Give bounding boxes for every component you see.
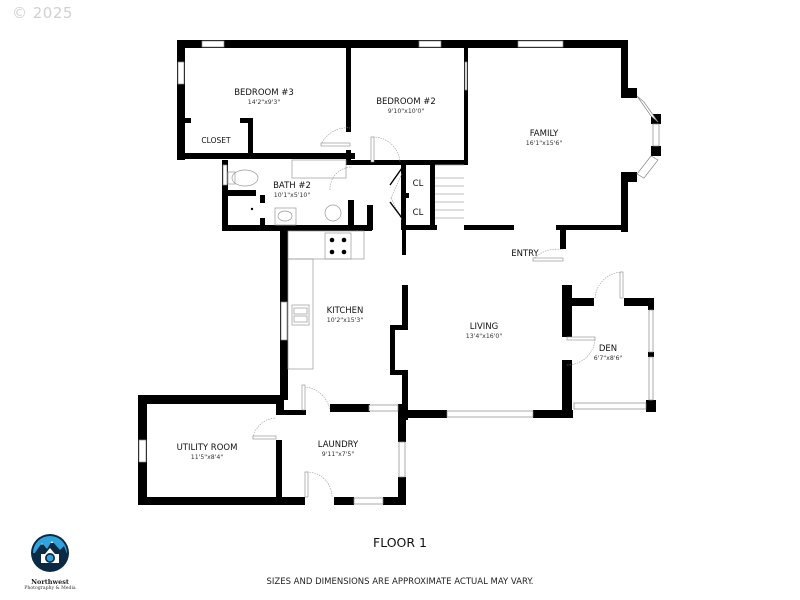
svg-text:16'1"x15'6": 16'1"x15'6" (526, 140, 563, 147)
svg-text:UTILITY ROOM: UTILITY ROOM (177, 443, 238, 453)
room-bath2: BATH #2 10'1"x5'10" (273, 181, 311, 199)
svg-text:FAMILY: FAMILY (530, 129, 559, 139)
room-family: FAMILY 16'1"x15'6" (526, 129, 563, 147)
svg-text:11'5"x8'4": 11'5"x8'4" (191, 454, 224, 461)
room-closets: CL CL (413, 179, 424, 218)
svg-text:CL: CL (413, 208, 424, 218)
disclaimer: SIZES AND DIMENSIONS ARE APPROXIMATE ACT… (266, 577, 534, 587)
svg-text:10'1"x5'10": 10'1"x5'10" (274, 192, 311, 199)
svg-text:BEDROOM #2: BEDROOM #2 (376, 97, 436, 107)
logo-subtitle: Photography & Media (24, 586, 76, 591)
fixtures (227, 159, 365, 370)
copyright-notice: © 2025 (12, 4, 73, 22)
stairs (435, 164, 464, 219)
svg-text:BATH #2: BATH #2 (273, 181, 311, 191)
doors (252, 136, 624, 498)
floor-label: FLOOR 1 (373, 535, 427, 550)
room-bedroom2: BEDROOM #2 9'10"x10'0" (376, 97, 436, 115)
svg-text:13'4"x16'0": 13'4"x16'0" (466, 333, 503, 340)
svg-text:6'7"x8'6": 6'7"x8'6" (594, 355, 623, 362)
room-laundry: LAUNDRY 9'11"x7'5" (318, 440, 359, 458)
svg-text:14'2"x9'3": 14'2"x9'3" (248, 99, 281, 106)
svg-text:KITCHEN: KITCHEN (327, 306, 364, 316)
svg-text:CL: CL (413, 179, 424, 189)
svg-text:CLOSET: CLOSET (201, 136, 231, 145)
room-closet: CLOSET (201, 136, 231, 145)
room-utility: UTILITY ROOM 11'5"x8'4" (177, 443, 238, 461)
svg-text:BEDROOM #3: BEDROOM #3 (234, 88, 294, 98)
svg-text:LAUNDRY: LAUNDRY (318, 440, 359, 450)
stove-burners (250, 207, 347, 255)
camera-mountain-icon (31, 534, 69, 572)
room-kitchen: KITCHEN 10'2"x15'3" (327, 306, 364, 324)
closet-doors (389, 167, 403, 219)
svg-text:ENTRY: ENTRY (511, 249, 539, 259)
svg-text:9'10"x10'0": 9'10"x10'0" (388, 108, 425, 115)
room-den: DEN 6'7"x8'6" (594, 344, 623, 362)
svg-text:10'2"x15'3": 10'2"x15'3" (327, 317, 364, 324)
room-entry: ENTRY (511, 249, 539, 259)
svg-text:DEN: DEN (599, 344, 617, 354)
room-living: LIVING 13'4"x16'0" (466, 322, 503, 340)
company-logo: Northwest Photography & Media (22, 533, 78, 591)
room-bedroom3: BEDROOM #3 14'2"x9'3" (234, 88, 294, 106)
windows (138, 40, 660, 505)
logo-name: Northwest (31, 578, 69, 586)
svg-text:LIVING: LIVING (470, 322, 499, 332)
svg-text:9'11"x7'5": 9'11"x7'5" (322, 451, 355, 458)
